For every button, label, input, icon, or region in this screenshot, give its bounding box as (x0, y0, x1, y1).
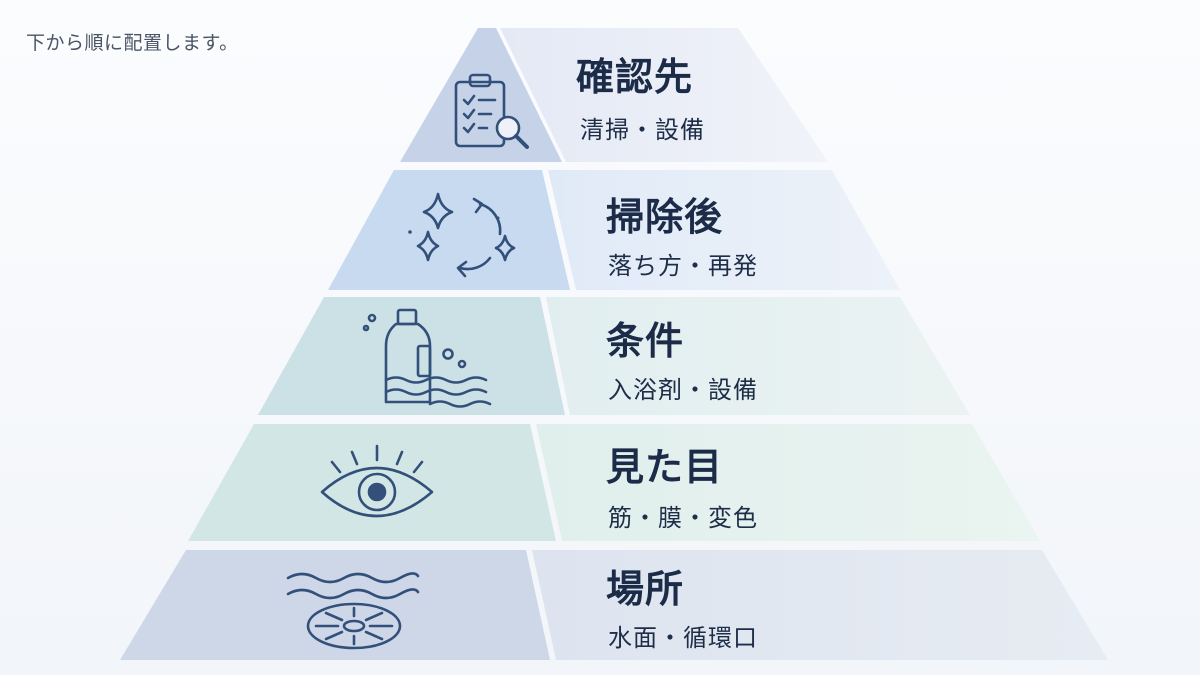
drain-waves-icon (286, 572, 420, 650)
tier-4-title: 見た目 (606, 445, 723, 489)
tier-1-icon-panel (400, 28, 562, 162)
clipboard-search-icon (454, 73, 529, 149)
bottle-bubbles-icon (362, 308, 492, 408)
sparkle-cycle-icon (408, 192, 516, 278)
tier-3-title: 条件 (606, 319, 684, 363)
tier-4-icon-panel (188, 424, 556, 541)
tier-2: 掃除後 落ち方・再発 (328, 170, 900, 290)
tier-5-subtitle: 水面・循環口 (608, 624, 758, 652)
tier-5: 場所 水面・循環口 (120, 550, 1108, 660)
tier-1-title: 確認先 (576, 55, 693, 99)
tier-4-subtitle: 筋・膜・変色 (608, 504, 758, 532)
tier-3-icon-panel (258, 297, 565, 415)
tier-2-title: 掃除後 (606, 195, 723, 239)
tier-5-text-panel (532, 550, 1108, 660)
tier-2-icon-panel (328, 170, 570, 290)
instruction-note: 下から順に配置します。 (26, 32, 239, 54)
tier-4: 見た目 筋・膜・変色 (188, 424, 1040, 541)
tier-1: 確認先 清掃・設備 (400, 28, 828, 162)
tier-5-title: 場所 (606, 567, 684, 611)
tier-3-subtitle: 入浴剤・設備 (608, 376, 758, 404)
tier-1-subtitle: 清掃・設備 (580, 116, 705, 144)
tier-4-text-panel (536, 424, 1040, 541)
tier-2-subtitle: 落ち方・再発 (608, 252, 758, 280)
tier-2-text-panel (548, 170, 900, 290)
tier-3: 条件 入浴剤・設備 (258, 297, 970, 415)
tier-3-text-panel (546, 297, 970, 415)
tier-1-text-panel (500, 28, 828, 162)
eye-icon (320, 444, 434, 518)
